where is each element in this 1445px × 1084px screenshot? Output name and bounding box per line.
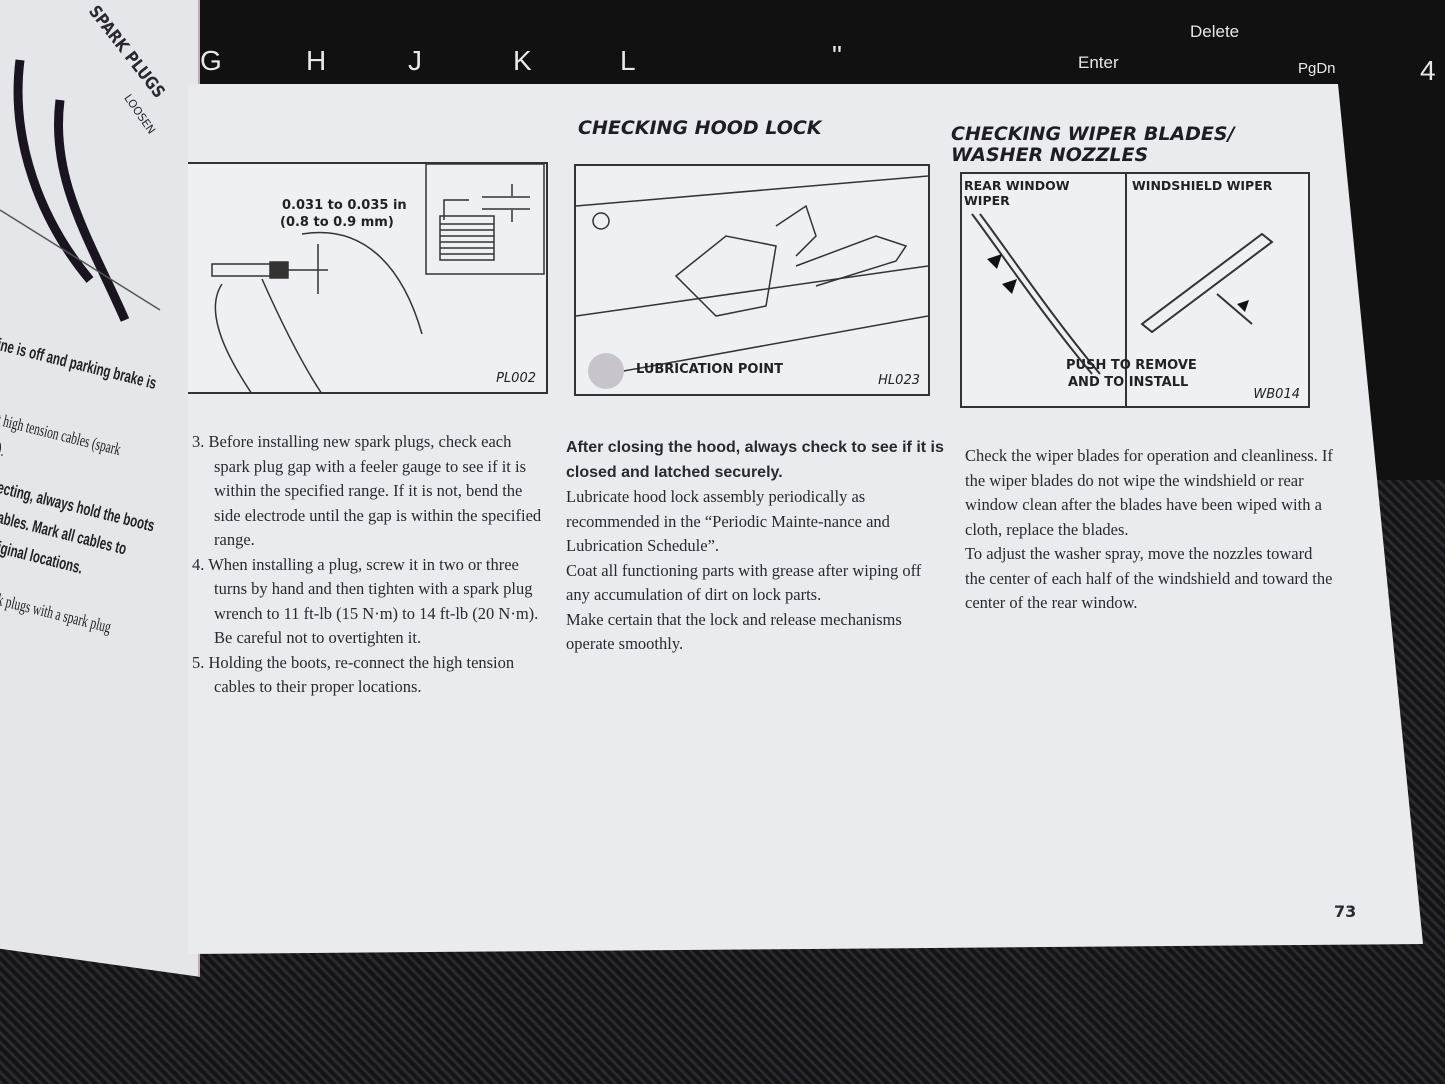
feeler-gauge-illustration — [211, 164, 545, 392]
left-figure-illustration — [0, 59, 161, 322]
step-4: 4. When installing a plug, screw it in t… — [192, 554, 539, 623]
key-delete: Delete — [1190, 22, 1240, 41]
hood-paragraph: Make certain that the lock and release m… — [566, 609, 902, 654]
key-pgdn: PgDn — [1298, 60, 1336, 77]
key-j: J — [408, 45, 422, 76]
wiper-illustration — [971, 213, 1274, 375]
key-g: G — [200, 45, 222, 76]
hood-lock-title: CHECKING HOOD LOCK — [578, 117, 822, 139]
key-4: 4 — [1420, 55, 1436, 86]
gap-label-mm: (0.8 to 0.9 mm) — [280, 215, 394, 230]
manual-page: 0.031 to 0.035 in (0.8 to 0.9 mm) PL002 … — [188, 84, 1423, 954]
hood-lock-text: After closing the hood, always check to … — [566, 436, 946, 657]
wiper-text: Check the wiper blades for operation and… — [965, 444, 1335, 616]
hood-paragraph: Lubricate hood lock assembly periodicall… — [566, 487, 890, 555]
hood-paragraph: Coat all functioning parts with grease a… — [566, 560, 922, 605]
figure-code: PL002 — [496, 371, 536, 386]
hood-warning: After closing the hood, always check to … — [566, 439, 944, 481]
windshield-wiper-label: WINDSHIELD WIPER — [1132, 178, 1273, 193]
spark-plug-instructions: 3. Before installing new spark plugs, ch… — [192, 430, 542, 700]
wiper-figure: REAR WINDOW WIPER WINDSHIELD WIPER PUSH … — [960, 172, 1310, 408]
key-quote: " — [832, 40, 842, 71]
wiper-title-line1: CHECKING WIPER BLADES/ — [951, 123, 1235, 145]
wiper-caption-2: AND TO INSTALL — [1068, 375, 1189, 390]
key-enter: Enter — [1078, 53, 1119, 72]
hood-lock-illustration — [576, 175, 928, 389]
wiper-paragraph: Check the wiper blades for operation and… — [965, 446, 1333, 539]
wiper-caption-1: PUSH TO REMOVE — [1066, 358, 1197, 373]
step-5: 5. Holding the boots, re-connect the hig… — [192, 652, 515, 697]
lubrication-point-label: LUBRICATION POINT — [636, 362, 784, 377]
key-k: K — [513, 45, 532, 76]
gap-label-in: 0.031 to 0.035 in — [282, 198, 407, 213]
figure-code: HL023 — [878, 373, 920, 388]
hood-lock-figure: LUBRICATION POINT HL023 — [574, 164, 930, 396]
key-h: H — [306, 45, 327, 76]
spark-plug-gap-figure: 0.031 to 0.035 in (0.8 to 0.9 mm) PL002 — [188, 162, 548, 394]
figure-code: WB014 — [1253, 387, 1300, 402]
wiper-paragraph: To adjust the washer spray, move the noz… — [965, 544, 1333, 612]
rear-window-wiper-label: REAR WINDOW WIPER — [964, 178, 1070, 208]
wiper-title-line2: WASHER NOZZLES — [951, 144, 1149, 166]
caution-note: Be careful not to overtighten it. — [214, 628, 422, 647]
page-number: 73 — [1334, 902, 1357, 921]
key-l: L — [620, 45, 636, 76]
step-3: 3. Before installing new spark plugs, ch… — [192, 432, 542, 549]
